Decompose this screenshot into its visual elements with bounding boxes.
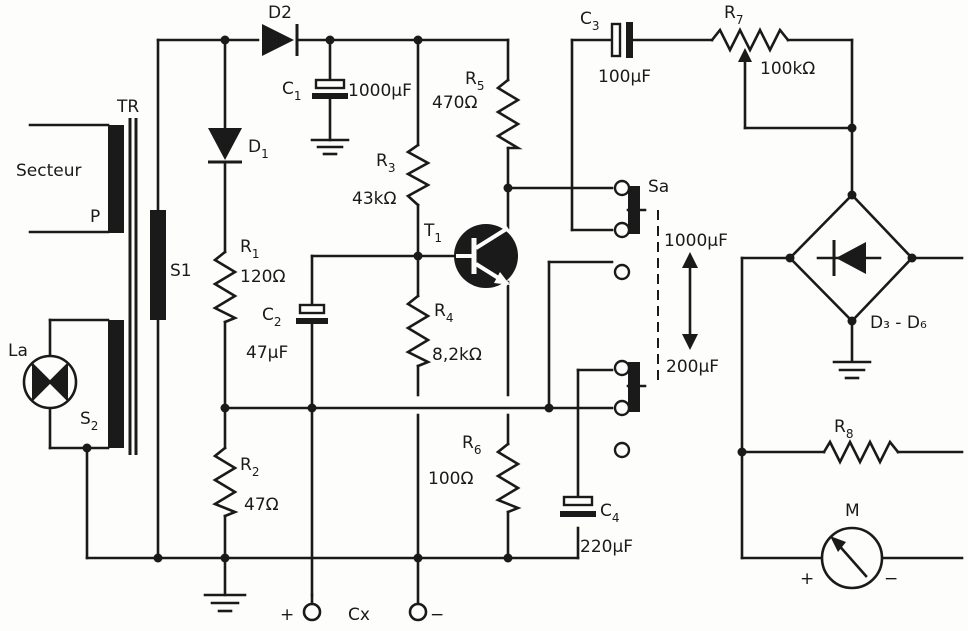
label-r3: R3 [376, 151, 395, 175]
label-sa: Sa [648, 177, 669, 197]
label-r4-value: 8,2kΩ [432, 345, 482, 365]
wires [28, 38, 964, 607]
label-la: La [8, 341, 28, 361]
label-p: P [90, 207, 100, 227]
label-s1: S1 [170, 261, 192, 281]
bridge-rectifier [788, 193, 914, 323]
resistor-r5 [495, 78, 523, 150]
label-r5: R5 [465, 69, 484, 93]
label-c2-value: 47µF [246, 343, 288, 363]
resistor-r1 [212, 250, 239, 324]
capacitor-c2 [296, 303, 328, 324]
diode-d2 [262, 24, 299, 56]
label-r7-value: 100kΩ [760, 59, 815, 79]
label-sw-top: 1000µF [664, 231, 728, 251]
label-r1: R1 [240, 237, 259, 261]
cx-terminals [302, 602, 428, 622]
meter-m [820, 526, 884, 590]
label-r5-value: 470Ω [432, 93, 477, 113]
label-m-plus: + [800, 569, 814, 589]
label-r1-value: 120Ω [240, 267, 285, 287]
resistor-r4 [405, 294, 432, 368]
label-tr: TR [116, 97, 139, 117]
capacitor-c3 [610, 22, 633, 58]
label-secteur: Secteur [16, 161, 82, 181]
labels: TR Secteur P S1 La S2 D2 D1 C1 1000µF R5… [8, 3, 927, 625]
resistor-r2 [212, 446, 239, 518]
label-c1: C1 [282, 79, 302, 103]
label-c1-value: 1000µF [348, 81, 412, 101]
label-m: M [845, 501, 860, 521]
transistor-t1 [454, 224, 518, 288]
label-d2: D2 [268, 3, 292, 23]
label-cx-plus: + [280, 605, 294, 625]
switch-sa [613, 179, 659, 459]
label-c4: C4 [600, 501, 620, 525]
label-r2: R2 [240, 455, 259, 479]
ground-main [203, 593, 247, 613]
label-c2: C2 [262, 305, 282, 329]
lamp-la [22, 354, 78, 410]
resistor-r7 [710, 27, 790, 62]
label-c3: C3 [580, 9, 600, 33]
capacitor-c4 [560, 495, 596, 517]
label-r3-value: 43kΩ [352, 189, 396, 209]
transformer-tr [108, 118, 166, 455]
ground-bridge [832, 360, 872, 380]
label-r6: R6 [462, 433, 481, 457]
label-t1: T1 [423, 221, 442, 245]
label-s2: S2 [80, 409, 98, 433]
double-arrow-icon [682, 252, 698, 350]
label-r8: R8 [834, 417, 853, 441]
ground-c1 [310, 138, 350, 156]
label-cx-minus: − [430, 605, 444, 625]
label-d1: D1 [248, 137, 269, 161]
label-sw-bottom: 200µF [666, 357, 719, 377]
capacitor-c1 [312, 78, 348, 99]
label-m-minus: − [884, 569, 898, 589]
label-r2-value: 47Ω [244, 495, 279, 515]
resistor-r8 [822, 439, 900, 465]
label-r4: R4 [434, 301, 453, 325]
diode-d1 [208, 128, 242, 164]
label-r6-value: 100Ω [428, 469, 473, 489]
label-d-bridge: D₃ - D₆ [870, 313, 927, 333]
resistor-r6 [495, 442, 522, 514]
ground-symbols [203, 138, 872, 613]
label-c3-value: 100µF [598, 67, 651, 87]
label-cx: Cx [348, 605, 370, 625]
resistor-r3 [405, 143, 431, 207]
junction-dots [82, 35, 917, 563]
label-c4-value: 220µF [580, 537, 633, 557]
label-r7: R7 [724, 3, 743, 27]
